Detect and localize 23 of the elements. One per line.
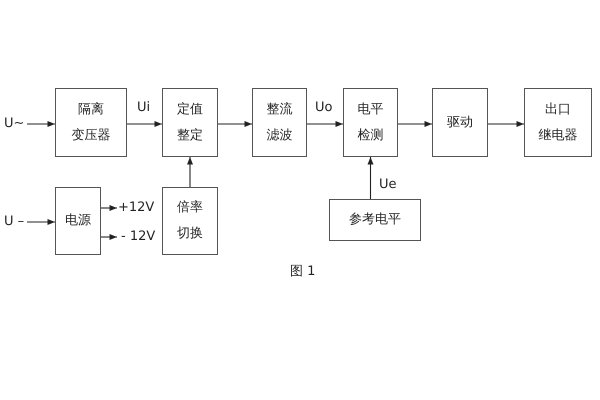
process-box: 定值整定 <box>162 88 218 157</box>
arrow <box>27 218 55 226</box>
input-label: U~ <box>4 116 24 132</box>
process-box: 驱动 <box>432 88 488 157</box>
process-box: 整流滤波 <box>252 88 307 157</box>
process-box: 隔离变压器 <box>55 88 127 157</box>
process-box: 出口继电器 <box>524 88 592 157</box>
process-box: 参考电平 <box>329 199 421 241</box>
arrow <box>127 120 162 128</box>
process-box: 电源 <box>55 187 101 255</box>
arrow <box>101 234 117 240</box>
arrow <box>488 120 524 128</box>
process-box: 倍率切换 <box>162 187 218 255</box>
process-box: 电平检测 <box>343 88 398 157</box>
arrow <box>186 157 194 187</box>
arrow <box>218 120 252 128</box>
arrow <box>101 204 117 212</box>
input-label: U – <box>4 214 24 230</box>
caption: 图 1 <box>290 264 316 280</box>
arrow <box>307 120 343 128</box>
arrow <box>398 120 432 128</box>
arrow <box>27 120 55 128</box>
arrow <box>367 157 374 199</box>
